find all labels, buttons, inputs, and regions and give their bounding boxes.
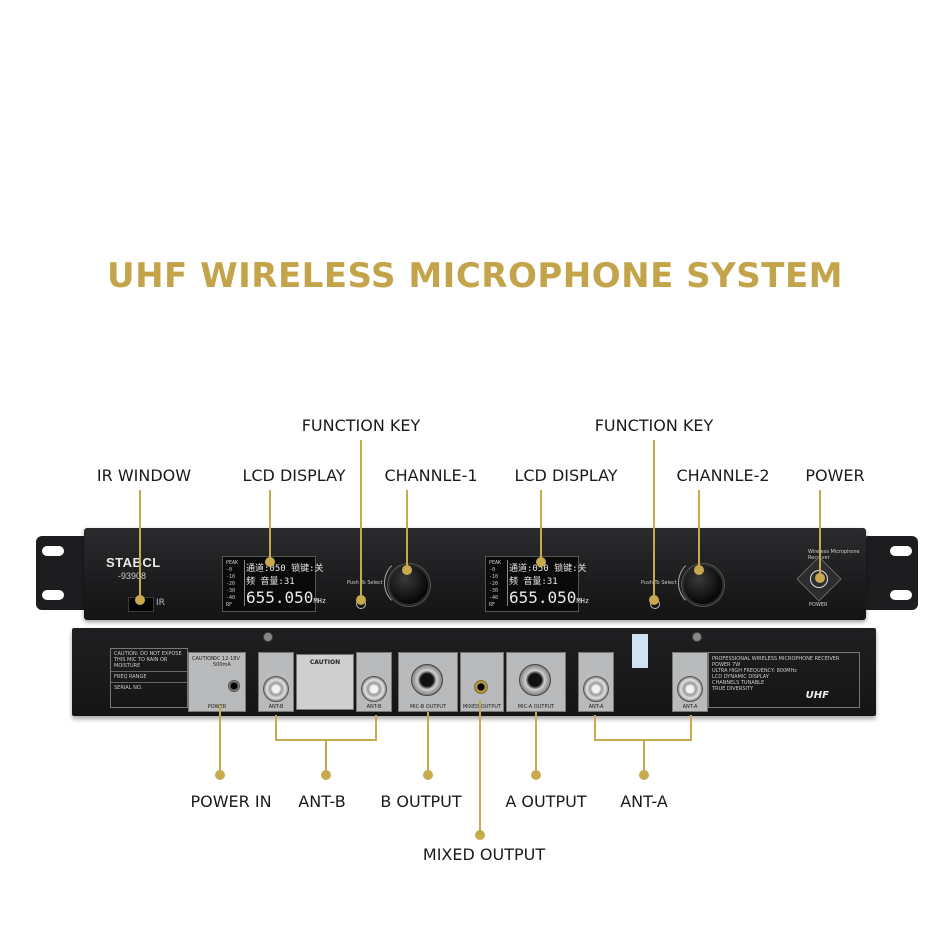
leader-power bbox=[819, 490, 821, 578]
rack-slot bbox=[42, 546, 64, 556]
leader-dot bbox=[265, 557, 275, 567]
page-title: UHF WIRELESS MICROPHONE SYSTEM bbox=[106, 256, 844, 296]
receiver-front-panel bbox=[84, 528, 866, 620]
leader-a-output bbox=[535, 712, 537, 775]
leader-ant-a-stem bbox=[643, 740, 645, 775]
leader-power-in bbox=[219, 705, 221, 775]
mixed-output-plate: MIXED OUTPUT bbox=[460, 652, 504, 712]
lcd-frequency: 655.050MHz bbox=[509, 588, 590, 607]
leader-dot bbox=[815, 573, 825, 583]
leader-channel-1 bbox=[406, 490, 408, 570]
leader-dot bbox=[402, 565, 412, 575]
level-meter: PEAK-0 -10-20 -30-40 RF bbox=[489, 560, 508, 608]
label-a-output: A OUTPUT bbox=[505, 792, 587, 811]
uhf-badge: UHF bbox=[805, 690, 829, 701]
channel-2-knob[interactable] bbox=[682, 564, 724, 606]
leader-lcd-1 bbox=[269, 490, 271, 562]
leader-ant-b-right bbox=[375, 715, 377, 740]
ant-a-connector[interactable] bbox=[583, 676, 609, 702]
screw bbox=[692, 632, 702, 642]
a-output-xlr[interactable] bbox=[519, 664, 551, 696]
mixed-output-jack[interactable] bbox=[474, 680, 488, 694]
lcd-line-2: 频 音量:31 bbox=[509, 577, 558, 587]
label-function-key-2: FUNCTION KEY bbox=[594, 416, 714, 435]
power-button-label: POWER bbox=[809, 602, 828, 608]
label-ant-a: ANT-A bbox=[620, 792, 668, 811]
rack-slot bbox=[890, 590, 912, 600]
ant-a-connector[interactable] bbox=[677, 676, 703, 702]
leader-channel-2 bbox=[698, 490, 700, 570]
knob-arc bbox=[384, 558, 434, 608]
lcd-line-1: 通道:050 锁键:关 bbox=[509, 564, 587, 574]
label-ant-b: ANT-B bbox=[298, 792, 346, 811]
leader-ant-b-left bbox=[275, 715, 277, 740]
leader-mixed-output bbox=[479, 700, 481, 835]
brand-logo: STABCL bbox=[106, 555, 161, 570]
level-meter: PEAK-0 -10-20 -30-40 RF bbox=[226, 560, 245, 608]
label-lcd-display-2: LCD DISPLAY bbox=[514, 466, 618, 485]
leader-ant-a-left bbox=[594, 715, 596, 740]
rack-slot bbox=[42, 590, 64, 600]
label-lcd-display-1: LCD DISPLAY bbox=[242, 466, 346, 485]
caution-plate: CAUTION bbox=[296, 654, 354, 710]
lcd-display-2: PEAK-0 -10-20 -30-40 RF 通道:050 锁键:关 频 音量… bbox=[485, 556, 589, 612]
sticker bbox=[632, 634, 648, 668]
lcd-line-1: 通道:050 锁键:关 bbox=[246, 564, 324, 574]
leader-ant-a-right bbox=[690, 715, 692, 740]
leader-dot bbox=[531, 770, 541, 780]
serial-no: SERIAL NO. bbox=[114, 685, 143, 691]
ant-b-connector[interactable] bbox=[361, 676, 387, 702]
leader-lcd-2 bbox=[540, 490, 542, 562]
label-channel-1: CHANNLE-1 bbox=[384, 466, 478, 485]
leader-ir bbox=[139, 490, 141, 600]
leader-dot bbox=[649, 595, 659, 605]
ant-b-connector[interactable] bbox=[263, 676, 289, 702]
knob-arc bbox=[678, 558, 728, 608]
leader-dot bbox=[423, 770, 433, 780]
label-power-in: POWER IN bbox=[190, 792, 272, 811]
label-mixed-output: MIXED OUTPUT bbox=[422, 845, 546, 864]
label-channel-2: CHANNLE-2 bbox=[676, 466, 770, 485]
leader-dot bbox=[536, 557, 546, 567]
push-to-select-label: Push To Select bbox=[641, 580, 677, 586]
lcd-line-2: 频 音量:31 bbox=[246, 577, 295, 587]
leader-ant-b-stem bbox=[325, 740, 327, 775]
leader-b-output bbox=[427, 712, 429, 775]
label-power: POWER bbox=[805, 466, 865, 485]
rack-slot bbox=[890, 546, 912, 556]
leader-function-1 bbox=[360, 440, 362, 600]
leader-dot bbox=[639, 770, 649, 780]
leader-dot bbox=[475, 830, 485, 840]
spec-panel: PROFESSIONAL WIRELESS MICROPHONE RECEIVE… bbox=[708, 652, 860, 708]
ir-text: IR bbox=[156, 598, 165, 608]
freq-range: FREQ RANGE bbox=[111, 672, 187, 683]
b-output-xlr[interactable] bbox=[411, 664, 443, 696]
rack-ear-left bbox=[36, 536, 92, 610]
leader-dot bbox=[321, 770, 331, 780]
info-panel: CAUTION: DO NOT EXPOSE THIS MIC TO RAIN … bbox=[110, 648, 188, 708]
label-function-key-1: FUNCTION KEY bbox=[301, 416, 421, 435]
leader-dot bbox=[135, 595, 145, 605]
caution-block: CAUTION: DO NOT EXPOSE THIS MIC TO RAIN … bbox=[111, 649, 187, 672]
screw bbox=[263, 632, 273, 642]
leader-dot bbox=[694, 565, 704, 575]
label-b-output: B OUTPUT bbox=[380, 792, 462, 811]
leader-dot bbox=[356, 595, 366, 605]
lcd-frequency: 655.050MHz bbox=[246, 588, 327, 607]
leader-dot bbox=[215, 770, 225, 780]
leader-function-2 bbox=[653, 440, 655, 600]
rack-ear-right bbox=[862, 536, 918, 610]
push-to-select-label: Push To Select bbox=[347, 580, 383, 586]
power-in-jack[interactable] bbox=[228, 680, 240, 692]
model-number: -93908 bbox=[118, 571, 147, 581]
lcd-display-1: PEAK-0 -10-20 -30-40 RF 通道:050 锁键:关 频 音量… bbox=[222, 556, 326, 612]
label-ir-window: IR WINDOW bbox=[96, 466, 192, 485]
